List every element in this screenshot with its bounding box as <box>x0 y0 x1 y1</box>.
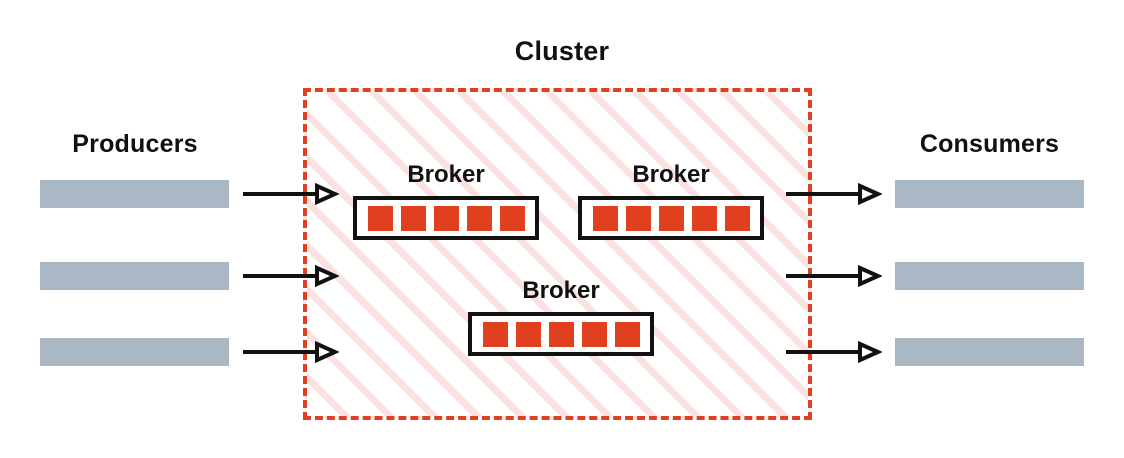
producer-bar-3[interactable] <box>40 338 229 366</box>
broker-1-partition-3 <box>433 205 459 231</box>
consumer-arrow-2 <box>786 264 882 288</box>
broker-3-partition-5 <box>614 321 640 347</box>
broker-3-partition-3 <box>548 321 574 347</box>
broker-2[interactable] <box>578 196 764 240</box>
broker-2-partition-1 <box>592 205 618 231</box>
consumer-bar-2[interactable] <box>895 262 1084 290</box>
consumer-arrow-1 <box>786 182 882 206</box>
broker-1[interactable] <box>353 196 539 240</box>
broker-1-partition-2 <box>400 205 426 231</box>
producer-arrow-2 <box>243 264 339 288</box>
broker-3-label: Broker <box>522 277 600 304</box>
producer-bar-1[interactable] <box>40 180 229 208</box>
producer-arrow-3 <box>243 340 339 364</box>
broker-1-partition-4 <box>466 205 492 231</box>
consumer-bar-1[interactable] <box>895 180 1084 208</box>
broker-3-partition-1 <box>482 321 508 347</box>
broker-3-partition-4 <box>581 321 607 347</box>
producer-bar-2[interactable] <box>40 262 229 290</box>
cluster-title: Cluster <box>514 36 610 66</box>
broker-1-label: Broker <box>407 161 485 188</box>
cluster-boundary <box>303 88 812 420</box>
broker-3-partition-2 <box>515 321 541 347</box>
broker-2-partition-5 <box>724 205 750 231</box>
broker-1-partition-1 <box>367 205 393 231</box>
broker-2-partition-3 <box>658 205 684 231</box>
producer-arrow-1 <box>243 182 339 206</box>
consumer-bar-3[interactable] <box>895 338 1084 366</box>
broker-2-partition-2 <box>625 205 651 231</box>
broker-3[interactable] <box>468 312 654 356</box>
producers-label: Producers <box>72 130 198 158</box>
broker-2-partition-4 <box>691 205 717 231</box>
broker-2-label: Broker <box>632 161 710 188</box>
consumers-label: Consumers <box>919 130 1060 158</box>
consumer-arrow-3 <box>786 340 882 364</box>
broker-1-partition-5 <box>499 205 525 231</box>
